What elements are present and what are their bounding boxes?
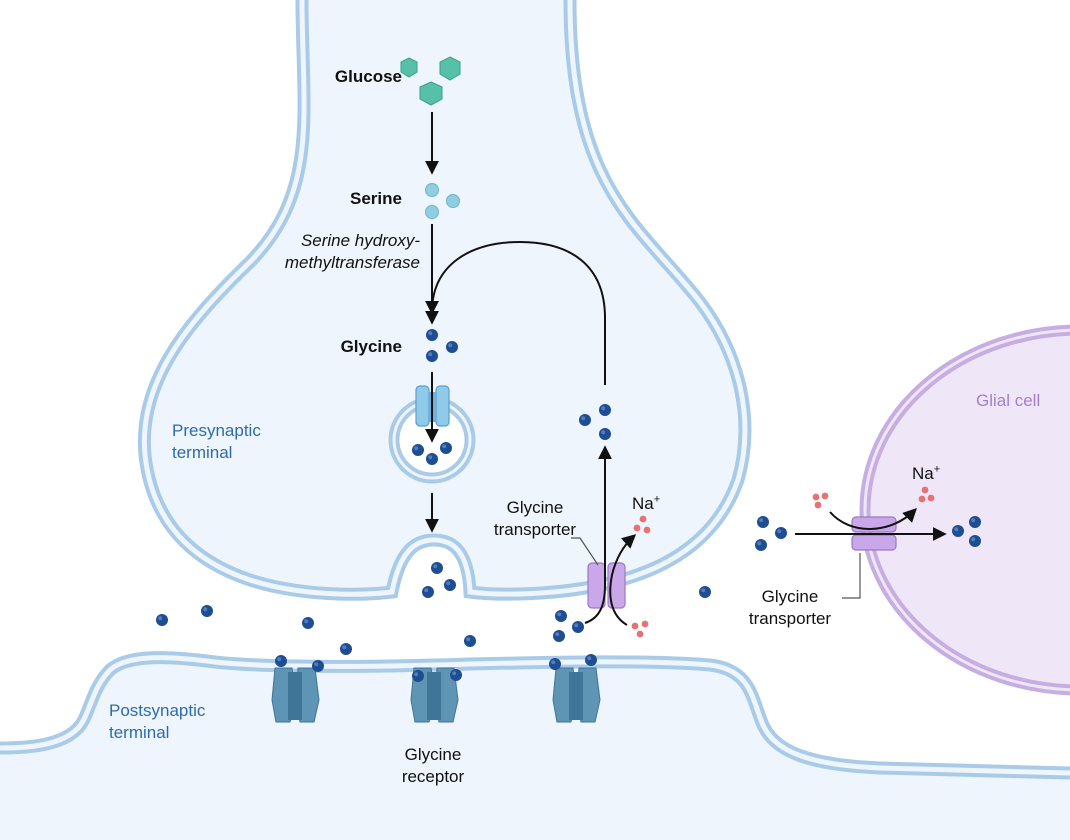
glucose-label: Glucose (334, 67, 402, 86)
sodium-label-glial: Na+ (912, 463, 940, 485)
serine-label: Serine (350, 189, 402, 208)
glycine-receptor-2 (410, 667, 462, 723)
postsynaptic-label-line1: Postsynaptic (109, 701, 206, 720)
glial-cell (859, 324, 1070, 696)
sodium-label-presynaptic: Na+ (632, 493, 660, 515)
synthesis-arrows (425, 112, 606, 385)
postsynaptic-terminal (0, 651, 1070, 840)
glial-transporter-label-line2: transporter (748, 609, 832, 628)
glial-transporter-label-line1: Glycine (761, 587, 819, 606)
enzyme-label-line2: methyltransferase (284, 253, 420, 272)
glucose-molecules (400, 56, 461, 106)
presynaptic-label-line1: Presynaptic (172, 421, 261, 440)
glycine-molecules-release (422, 562, 456, 598)
sodium-symbol-glial: Na (912, 464, 934, 483)
glial-glycine-transporter (755, 486, 981, 599)
sodium-charge-pre: + (653, 493, 661, 506)
presynaptic-transporter-label-line1: Glycine (506, 498, 564, 517)
postsynaptic-label-line2: terminal (109, 723, 170, 742)
glycine-molecules-cleft (156, 586, 711, 655)
enzyme-label-line1: Serine hydroxy- (300, 231, 420, 250)
glycine-receptors (271, 654, 601, 723)
synaptic-vesicle (388, 372, 476, 484)
sodium-symbol-pre: Na (632, 494, 654, 513)
receptor-label-line1: Glycine (404, 745, 462, 764)
presynaptic-terminal (137, 0, 752, 601)
glycine-receptor-3 (549, 654, 601, 723)
presynaptic-transporter-label-line2: transporter (493, 520, 577, 539)
presynaptic-label-line2: terminal (172, 443, 233, 462)
receptor-label-line2: receptor (401, 767, 465, 786)
glycine-label: Glycine (340, 337, 402, 356)
glial-cell-label: Glial cell (976, 391, 1041, 410)
sodium-charge-glial: + (933, 463, 941, 476)
presynaptic-glycine-transporter (571, 404, 651, 638)
glycine-receptor-1 (271, 655, 324, 723)
